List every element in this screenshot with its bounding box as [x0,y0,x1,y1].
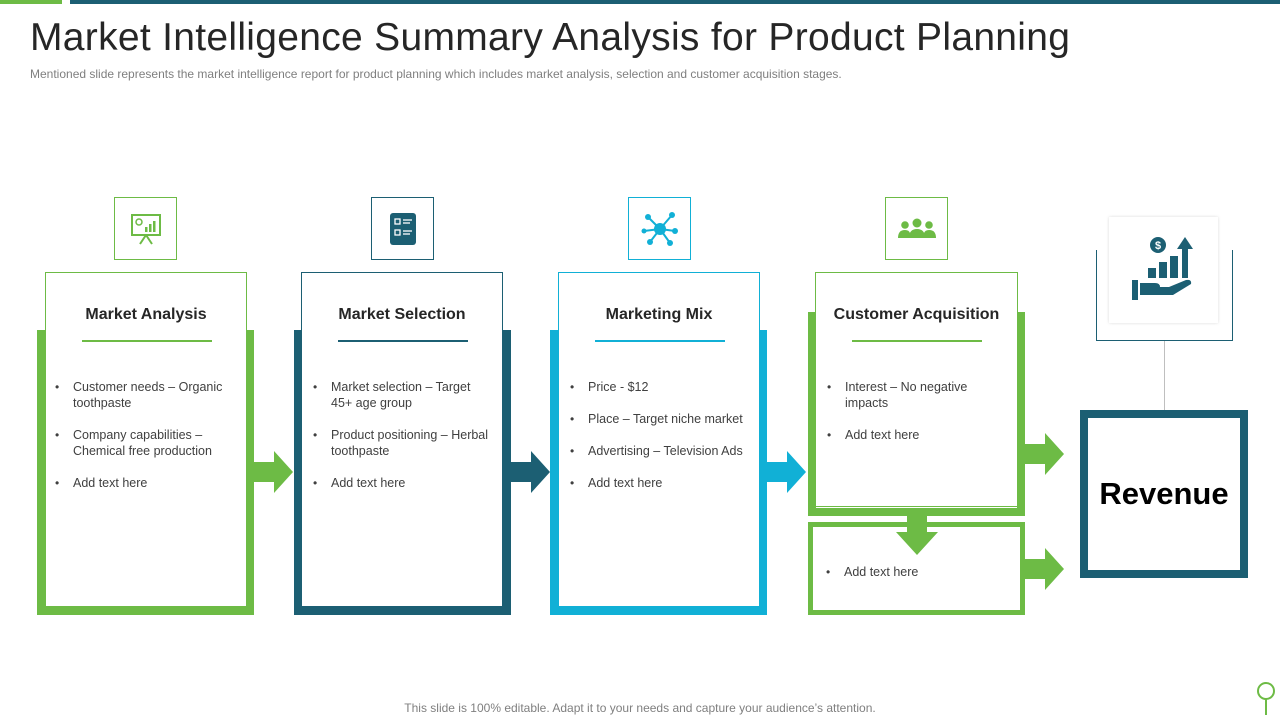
top-accent-teal [70,0,1280,4]
market-analysis-frame [37,330,254,615]
revenue-growth-hand-icon: $ [1131,237,1193,300]
arrow-right-icon [254,451,293,493]
list-item: Add text here [570,475,750,491]
customer-acquisition-bullets: Interest – No negative impacts Add text … [827,379,1007,459]
list-item: Add text here [313,475,493,491]
customer-acquisition-extra-bullets: Add text here [826,564,1006,596]
revenue-icon-card: $ [1109,217,1218,323]
top-accent-green [0,0,62,4]
arrow-down-icon [896,512,938,555]
customer-acquisition-card: Customer Acquisition Interest – No negat… [815,272,1018,507]
market-selection-card: Market Selection Market selection – Targ… [301,272,503,607]
list-item: Place – Target niche market [570,411,750,427]
list-item: Add text here [827,427,1007,443]
arrow-right-icon [1025,433,1064,475]
market-analysis-icon-box [114,197,177,260]
list-item: Price - $12 [570,379,750,395]
marketing-mix-frame [550,330,767,615]
arrow-right-icon [1025,548,1064,590]
list-item: Interest – No negative impacts [827,379,1007,411]
market-selection-bullets: Market selection – Target 45+ age group … [313,379,493,507]
market-analysis-bullets: Customer needs – Organic toothpaste Comp… [55,379,235,507]
network-hub-icon [641,211,678,246]
revenue-connector-line [1164,341,1165,410]
search-icon [1257,682,1275,715]
arrow-right-icon [767,451,806,493]
slide-title: Market Intelligence Summary Analysis for… [30,16,1071,59]
checklist-icon [389,212,416,245]
slide-subtitle: Mentioned slide represents the market in… [30,67,842,81]
marketing-mix-icon-box [628,197,691,260]
market-selection-underline [338,340,468,342]
list-item: Advertising – Television Ads [570,443,750,459]
market-selection-icon-box [371,197,434,260]
revenue-icon-frame [1096,250,1233,341]
revenue-label: Revenue [1099,476,1229,511]
list-item: Company capabilities – Chemical free pro… [55,427,235,459]
customer-acquisition-underline [852,340,982,342]
revenue-box: Revenue [1080,410,1248,578]
list-item: Add text here [55,475,235,491]
market-selection-frame [294,330,511,615]
marketing-mix-title: Marketing Mix [605,306,713,323]
marketing-mix-card: Marketing Mix Price - $12 Place – Target… [558,272,760,607]
list-item: Add text here [826,564,1006,580]
customer-acquisition-icon-box [885,197,948,260]
marketing-mix-bullets: Price - $12 Place – Target niche market … [570,379,750,507]
slide-footer: This slide is 100% editable. Adapt it to… [404,701,876,715]
svg-text:$: $ [1154,240,1160,252]
market-selection-title: Market Selection [338,306,466,323]
presentation-chart-icon [130,213,161,245]
arrow-right-icon [511,451,550,493]
market-analysis-title: Market Analysis [85,306,207,323]
customer-acquisition-title: Customer Acquisition [833,306,1000,323]
market-analysis-underline [82,340,212,342]
marketing-mix-underline [595,340,725,342]
list-item: Market selection – Target 45+ age group [313,379,493,411]
market-analysis-card: Market Analysis Customer needs – Organic… [45,272,247,607]
people-group-icon [897,218,936,238]
list-item: Product positioning – Herbal toothpaste [313,427,493,459]
list-item: Customer needs – Organic toothpaste [55,379,235,411]
